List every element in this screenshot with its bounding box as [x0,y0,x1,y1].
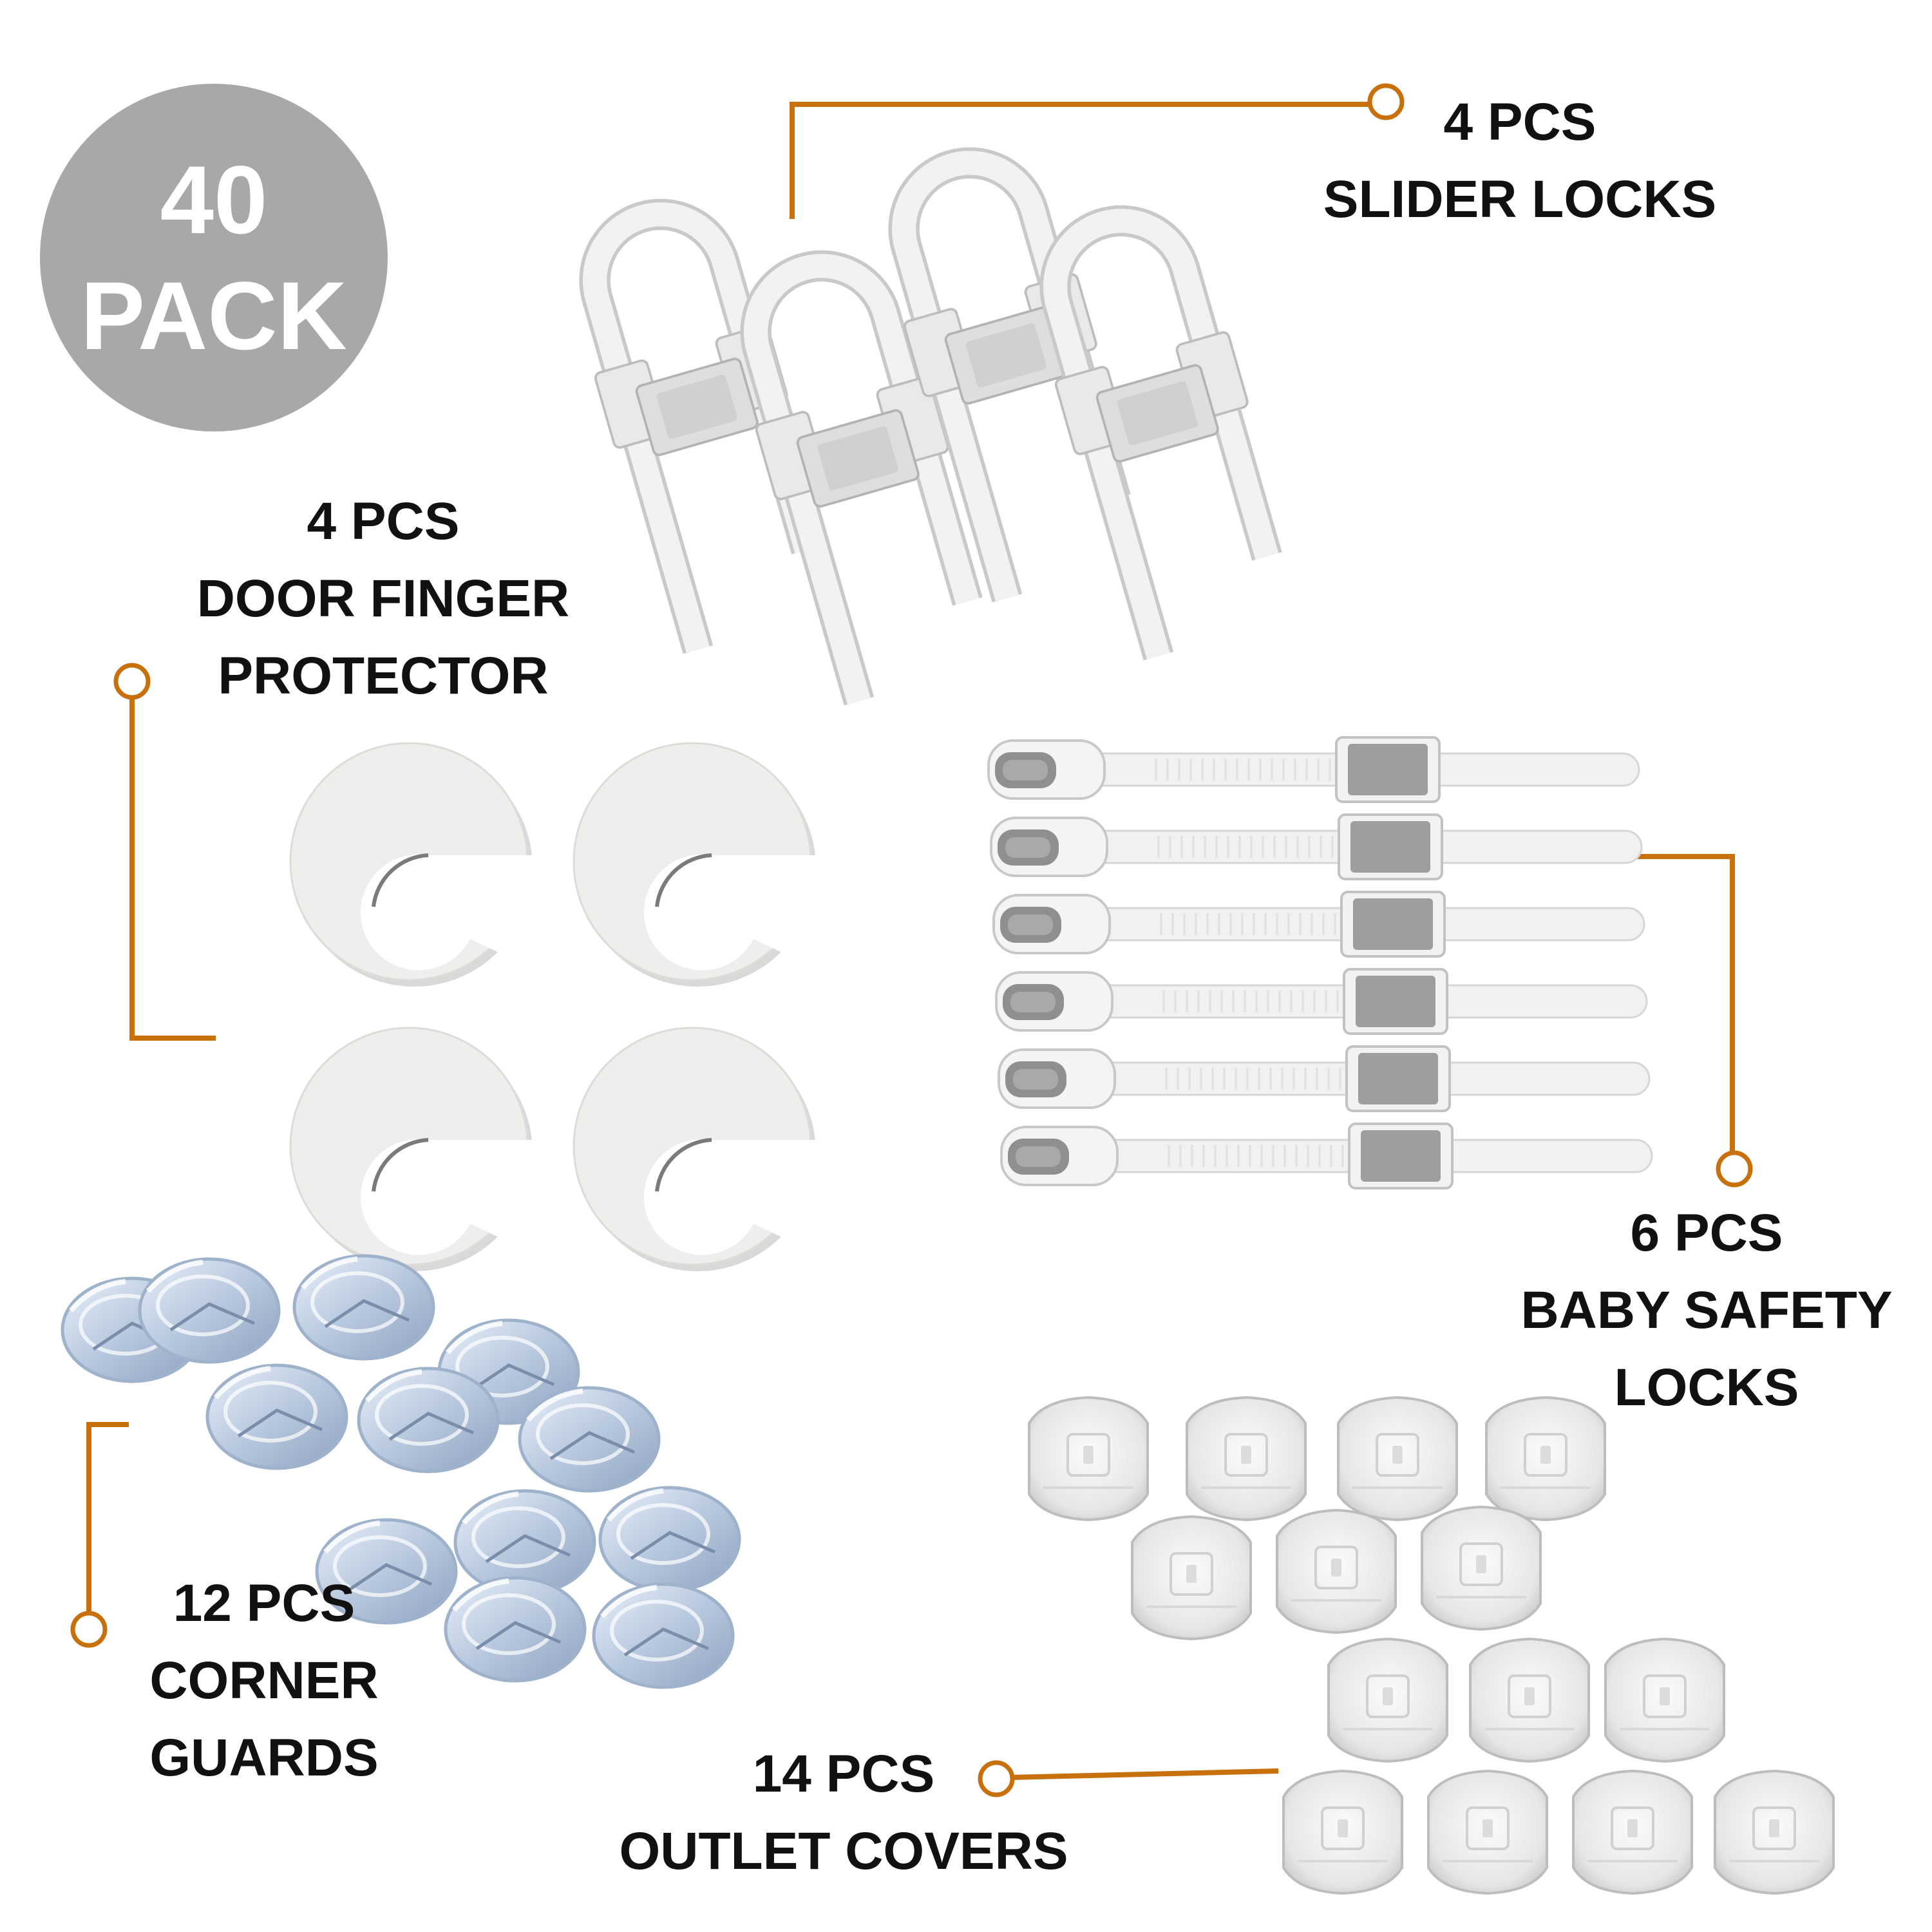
safety-lock [998,1045,1651,1112]
corner-guard [292,1254,435,1361]
door-protector-callout-dot [113,663,151,700]
slider-lock [1039,205,1282,661]
safety-locks-name-line2: LOCKS [1614,1358,1799,1417]
slider-locks-callout-dot [1367,83,1405,120]
outlet-cover [1714,1769,1835,1895]
safety-locks-count: 6 PCS [1630,1204,1783,1262]
badge-number: 40 [160,146,268,254]
slider-lock [579,198,822,654]
door-finger-protector [573,1027,821,1271]
outlet-cover [1276,1508,1397,1634]
outlet-cover [1427,1769,1548,1895]
outlet-cover [1337,1396,1458,1522]
corner-guard [315,1518,458,1625]
badge-word: PACK [80,261,347,370]
door-protector-label: 4 PCS DOOR FINGER PROTECTOR [129,483,638,715]
corner-guard [357,1367,500,1473]
outlet-cover [1572,1769,1693,1895]
corner-guard [444,1576,587,1683]
corner-guards-name-line1: CORNER [149,1651,379,1710]
door-finger-protector [289,742,538,987]
outlet-cover [1604,1637,1725,1763]
slider-locks-label: 4 PCS SLIDER LOCKS [1282,84,1758,238]
outlet-covers-count: 14 PCS [752,1745,935,1803]
slider-locks-callout-line [790,102,1372,219]
safety-locks-name-line1: BABY SAFETY [1520,1281,1893,1340]
outlet-cover [1028,1396,1149,1522]
outlet-cover [1421,1505,1542,1631]
slider-locks-name: SLIDER LOCKS [1323,170,1717,229]
corner-guard [205,1363,348,1470]
corner-guard [138,1257,281,1364]
corner-guards-label: 12 PCS CORNER GUARDS [103,1565,425,1797]
corner-guards-callout-line [86,1422,129,1613]
corner-guards-name-line2: GUARDS [149,1728,379,1787]
corner-guard [518,1386,661,1493]
slider-locks-count: 4 PCS [1443,93,1596,151]
door-protector-callout-line [129,681,216,1041]
door-finger-protector [573,742,821,987]
door-finger-protector [289,1027,538,1271]
safety-lock [992,891,1645,958]
door-protector-count: 4 PCS [307,492,460,551]
slider-lock [740,250,983,706]
outlet-covers-name: OUTLET COVERS [619,1822,1068,1880]
outlet-cover [1131,1515,1252,1641]
safety-locks-callout-line [1623,854,1735,1153]
safety-lock [987,736,1640,803]
outlet-covers-label: 14 PCS OUTLET COVERS [567,1736,1121,1890]
pack-count-badge: 40 PACK [40,84,388,431]
door-protector-name-line1: DOOR FINGER [196,569,570,628]
outlet-cover [1186,1396,1307,1522]
corner-guard [592,1582,735,1689]
safety-lock [990,813,1643,880]
outlet-cover [1327,1637,1448,1763]
outlet-cover [1282,1769,1403,1895]
safety-lock [1000,1122,1653,1189]
corner-guards-count: 12 PCS [173,1574,355,1633]
safety-lock [995,968,1648,1035]
corner-guards-callout-dot [70,1611,108,1648]
safety-locks-callout-dot [1716,1150,1753,1188]
door-protector-name-line2: PROTECTOR [218,647,549,705]
safety-locks-label: 6 PCS BABY SAFETY LOCKS [1501,1195,1913,1426]
corner-guard [598,1486,741,1593]
outlet-cover [1469,1637,1590,1763]
outlet-cover [1485,1396,1606,1522]
outlet-covers-callout-line [1010,1768,1279,1780]
outlet-covers-callout-dot [978,1760,1015,1797]
